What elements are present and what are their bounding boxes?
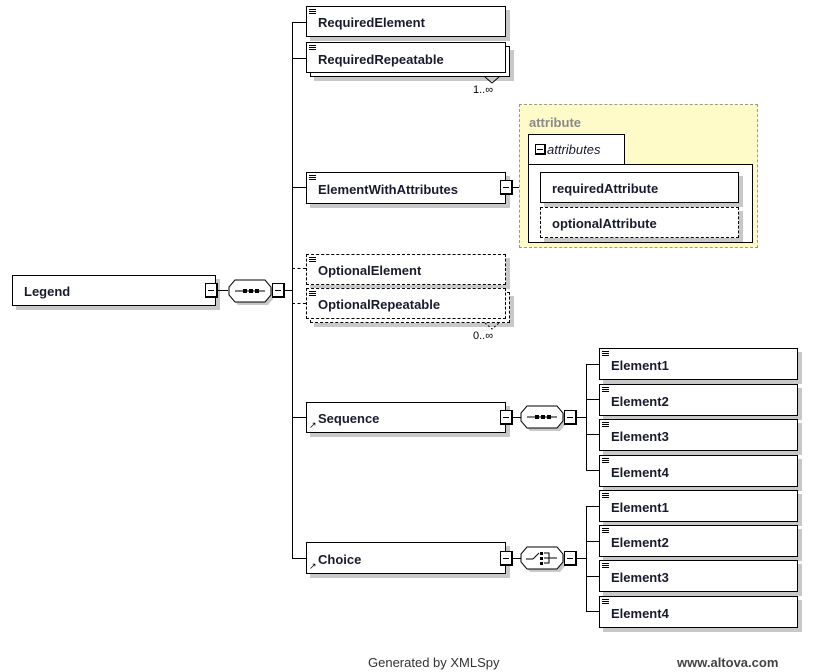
- element-label: OptionalElement: [318, 263, 422, 278]
- choice-child[interactable]: Element1: [599, 490, 798, 522]
- attribute-label: optionalAttribute: [552, 216, 657, 231]
- connector: [586, 506, 600, 507]
- element-label: RequiredElement: [318, 15, 425, 30]
- sequence-child[interactable]: Element4: [599, 455, 798, 487]
- choice-child[interactable]: Element4: [599, 596, 798, 628]
- collapse-toggle-icon[interactable]: [564, 410, 577, 425]
- connector: [292, 303, 306, 304]
- element-label: Element1: [611, 500, 669, 515]
- root-element-legend[interactable]: Legend: [12, 275, 216, 306]
- connector: [586, 611, 600, 612]
- element-optional-repeatable[interactable]: OptionalRepeatable: [306, 288, 506, 319]
- connector: [586, 470, 600, 471]
- reference-arrow-icon: ↗: [309, 561, 317, 571]
- element-label: Element3: [611, 429, 669, 444]
- repeat-marker-icon: [484, 322, 500, 330]
- element-icon: [602, 599, 609, 605]
- element-label: Choice: [318, 552, 362, 567]
- element-icon: [309, 291, 316, 297]
- attribute-required[interactable]: requiredAttribute: [540, 172, 739, 203]
- element-icon: [602, 387, 609, 393]
- attributes-group-label: attributes: [547, 142, 601, 157]
- choice-child[interactable]: Element2: [599, 525, 798, 557]
- element-label: Element4: [611, 606, 669, 621]
- element-label: Element2: [611, 535, 669, 550]
- connector: [285, 290, 293, 291]
- attributes-group-tab[interactable]: attributes: [528, 134, 625, 165]
- attribute-panel: attribute attributes requiredAttribute o…: [519, 104, 758, 248]
- element-label: Element1: [611, 358, 669, 373]
- collapse-toggle-icon[interactable]: [272, 283, 285, 298]
- tree-spine: [292, 22, 293, 559]
- connector: [577, 558, 586, 559]
- element-optional[interactable]: OptionalElement: [306, 254, 506, 285]
- connector: [586, 364, 600, 365]
- attribute-optional[interactable]: optionalAttribute: [540, 207, 739, 238]
- connector: [292, 187, 306, 188]
- sequence-compositor-icon[interactable]: [519, 405, 565, 431]
- connector: [586, 576, 600, 577]
- repeat-marker-icon: [484, 76, 500, 84]
- generated-by-text: Generated by XMLSpy: [368, 655, 500, 670]
- element-required-repeatable[interactable]: RequiredRepeatable: [306, 42, 506, 73]
- choice-spine: [586, 506, 587, 612]
- sequence-child[interactable]: Element1: [599, 348, 798, 380]
- connector: [292, 417, 306, 418]
- collapse-toggle-icon[interactable]: [500, 180, 513, 195]
- element-icon: [309, 257, 316, 263]
- element-label: ElementWithAttributes: [318, 182, 458, 197]
- sequence-spine: [586, 364, 587, 470]
- connector: [292, 22, 306, 23]
- occurrence-label: 1..∞: [473, 84, 494, 96]
- collapse-toggle-icon[interactable]: [500, 551, 513, 566]
- element-label: Element4: [611, 465, 669, 480]
- connector: [586, 399, 600, 400]
- element-label: OptionalRepeatable: [318, 297, 441, 312]
- element-icon: [602, 563, 609, 569]
- element-required[interactable]: RequiredElement: [306, 6, 506, 37]
- element-icon: [602, 458, 609, 464]
- attribute-label: requiredAttribute: [552, 181, 659, 196]
- collapse-toggle-icon[interactable]: [205, 283, 218, 298]
- sequence-compositor-icon[interactable]: [227, 279, 273, 305]
- element-icon: [602, 493, 609, 499]
- connector: [513, 417, 521, 418]
- element-icon: [602, 422, 609, 428]
- element-label: Sequence: [318, 411, 380, 426]
- sequence-child[interactable]: Element2: [599, 384, 798, 416]
- root-element-label: Legend: [24, 284, 71, 299]
- connector: [292, 558, 306, 559]
- collapse-toggle-icon[interactable]: [500, 410, 513, 425]
- element-label: Element3: [611, 570, 669, 585]
- collapse-toggle-icon[interactable]: [564, 551, 577, 566]
- sequence-child[interactable]: Element3: [599, 419, 798, 451]
- connector: [513, 558, 521, 559]
- element-choice[interactable]: ↗ Choice: [306, 542, 506, 574]
- connector: [292, 58, 306, 59]
- choice-compositor-icon[interactable]: [519, 546, 565, 572]
- element-with-attributes[interactable]: ElementWithAttributes: [306, 172, 506, 204]
- element-icon: [602, 528, 609, 534]
- choice-child[interactable]: Element3: [599, 560, 798, 592]
- collapse-toggle-icon[interactable]: [535, 144, 546, 155]
- element-label: RequiredRepeatable: [318, 52, 444, 67]
- connector: [577, 417, 586, 418]
- element-icon: [602, 351, 609, 357]
- connector: [586, 541, 600, 542]
- element-icon: [309, 9, 316, 15]
- occurrence-label: 0..∞: [473, 330, 494, 342]
- connector: [292, 268, 306, 269]
- element-label: Element2: [611, 394, 669, 409]
- attribute-panel-title: attribute: [529, 115, 581, 130]
- element-icon: [309, 175, 316, 181]
- connector: [218, 290, 228, 291]
- website-text: www.altova.com: [677, 655, 779, 670]
- group-tab-divider: [624, 164, 753, 165]
- connector: [586, 434, 600, 435]
- element-icon: [309, 45, 316, 51]
- element-sequence[interactable]: ↗ Sequence: [306, 402, 506, 433]
- reference-arrow-icon: ↗: [309, 420, 317, 430]
